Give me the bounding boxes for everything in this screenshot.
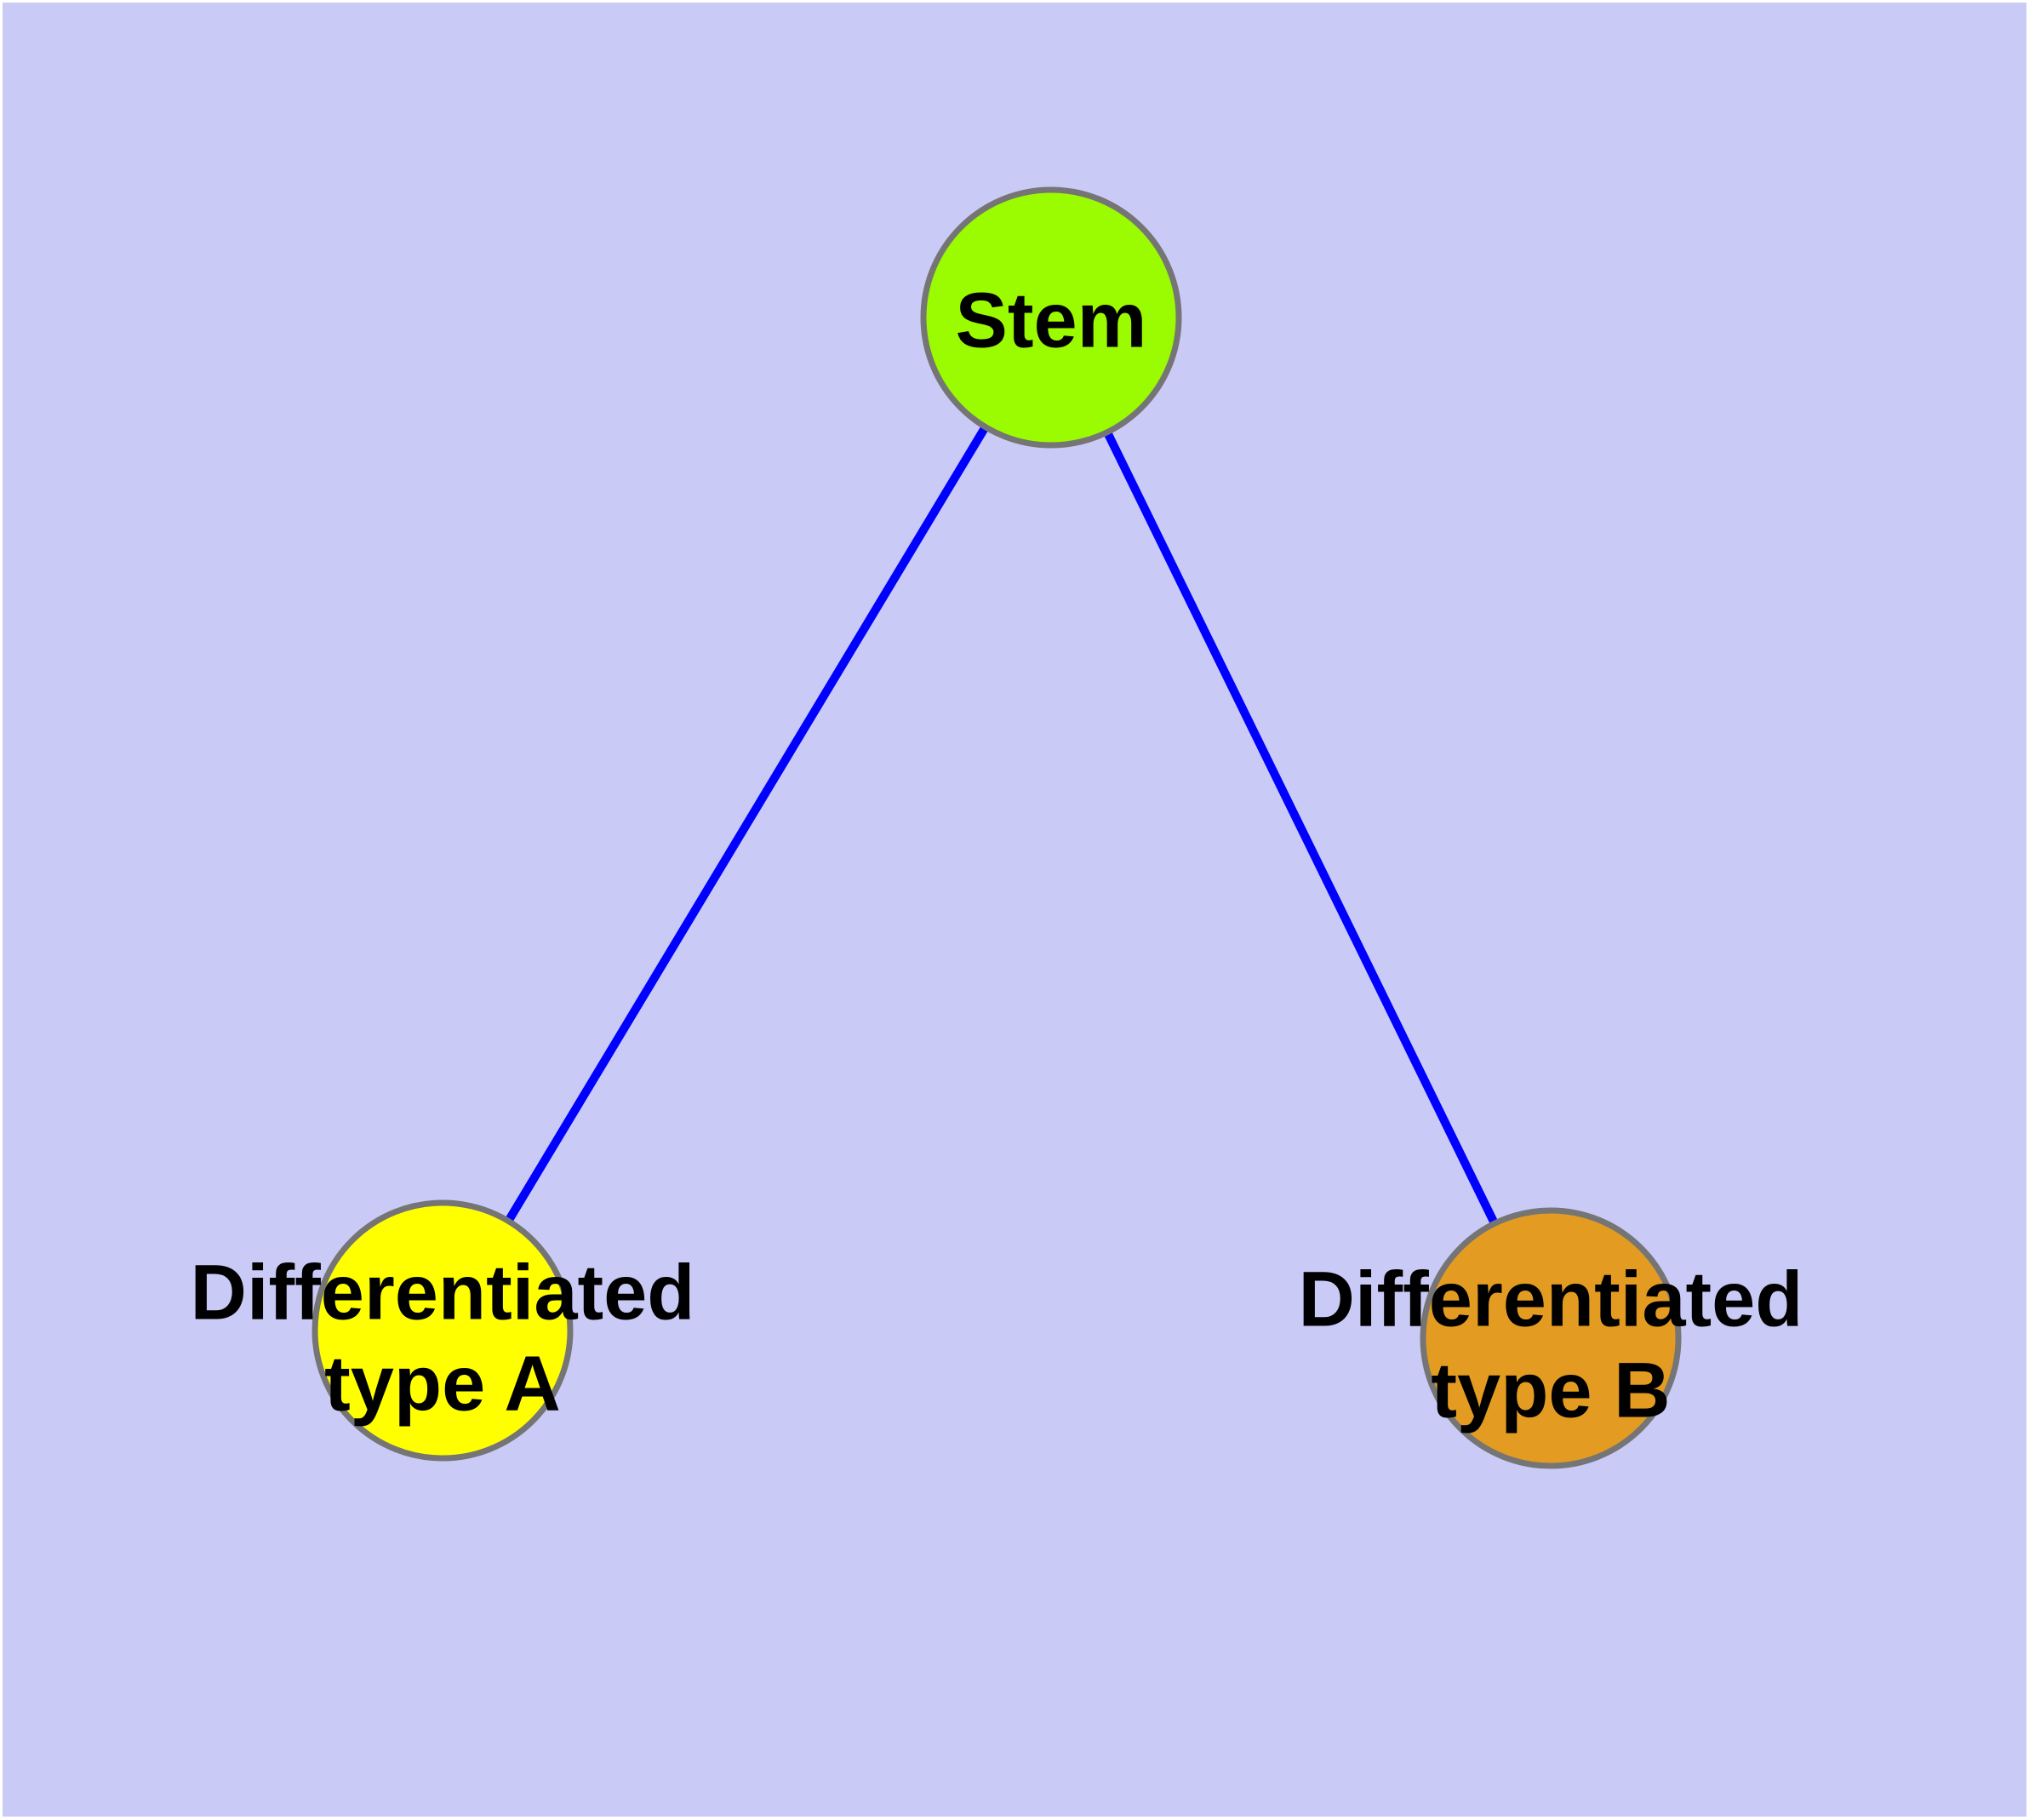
node-type-a-circle xyxy=(311,1199,574,1462)
node-stem-label: Stem xyxy=(955,277,1147,364)
edge-stem-to-type-b xyxy=(1047,315,1555,1341)
node-stem-circle xyxy=(920,186,1182,449)
node-type-a-label: Differentiated type A xyxy=(190,1249,695,1427)
edge-stem-to-type-a xyxy=(438,315,1055,1333)
node-type-b-label: Differentiated type B xyxy=(1298,1256,1803,1434)
node-type-b-circle xyxy=(1420,1207,1682,1469)
